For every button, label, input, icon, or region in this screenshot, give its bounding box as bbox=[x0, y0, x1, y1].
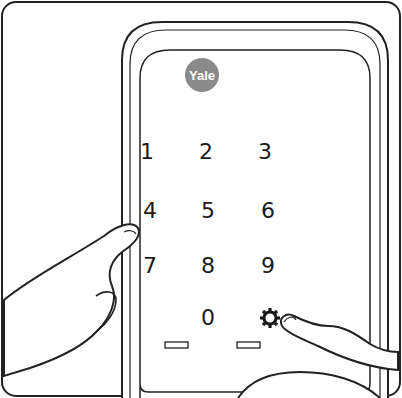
right-hand bbox=[281, 315, 398, 370]
gear-symbol bbox=[260, 308, 280, 328]
key-digit: 6 bbox=[261, 200, 275, 222]
key-digit: 2 bbox=[199, 141, 213, 163]
logo-badge: Yale bbox=[185, 58, 219, 92]
left-hand bbox=[4, 224, 139, 376]
thumbnail bbox=[284, 317, 296, 322]
key-digit: 0 bbox=[201, 307, 215, 329]
key-digit: 9 bbox=[261, 255, 275, 277]
key-digit: 7 bbox=[143, 255, 157, 277]
key-digit: 5 bbox=[201, 200, 215, 222]
indicator-light bbox=[165, 342, 188, 348]
indicator-light bbox=[237, 342, 260, 348]
logo-text: Yale bbox=[189, 68, 215, 83]
key-digit: 3 bbox=[258, 141, 272, 163]
right-fingers bbox=[238, 372, 380, 398]
key-digit: 1 bbox=[140, 141, 154, 163]
key-digit: 4 bbox=[143, 200, 157, 222]
fingernail bbox=[124, 231, 136, 234]
left-thumb bbox=[96, 292, 116, 330]
key-digit: 8 bbox=[201, 255, 215, 277]
